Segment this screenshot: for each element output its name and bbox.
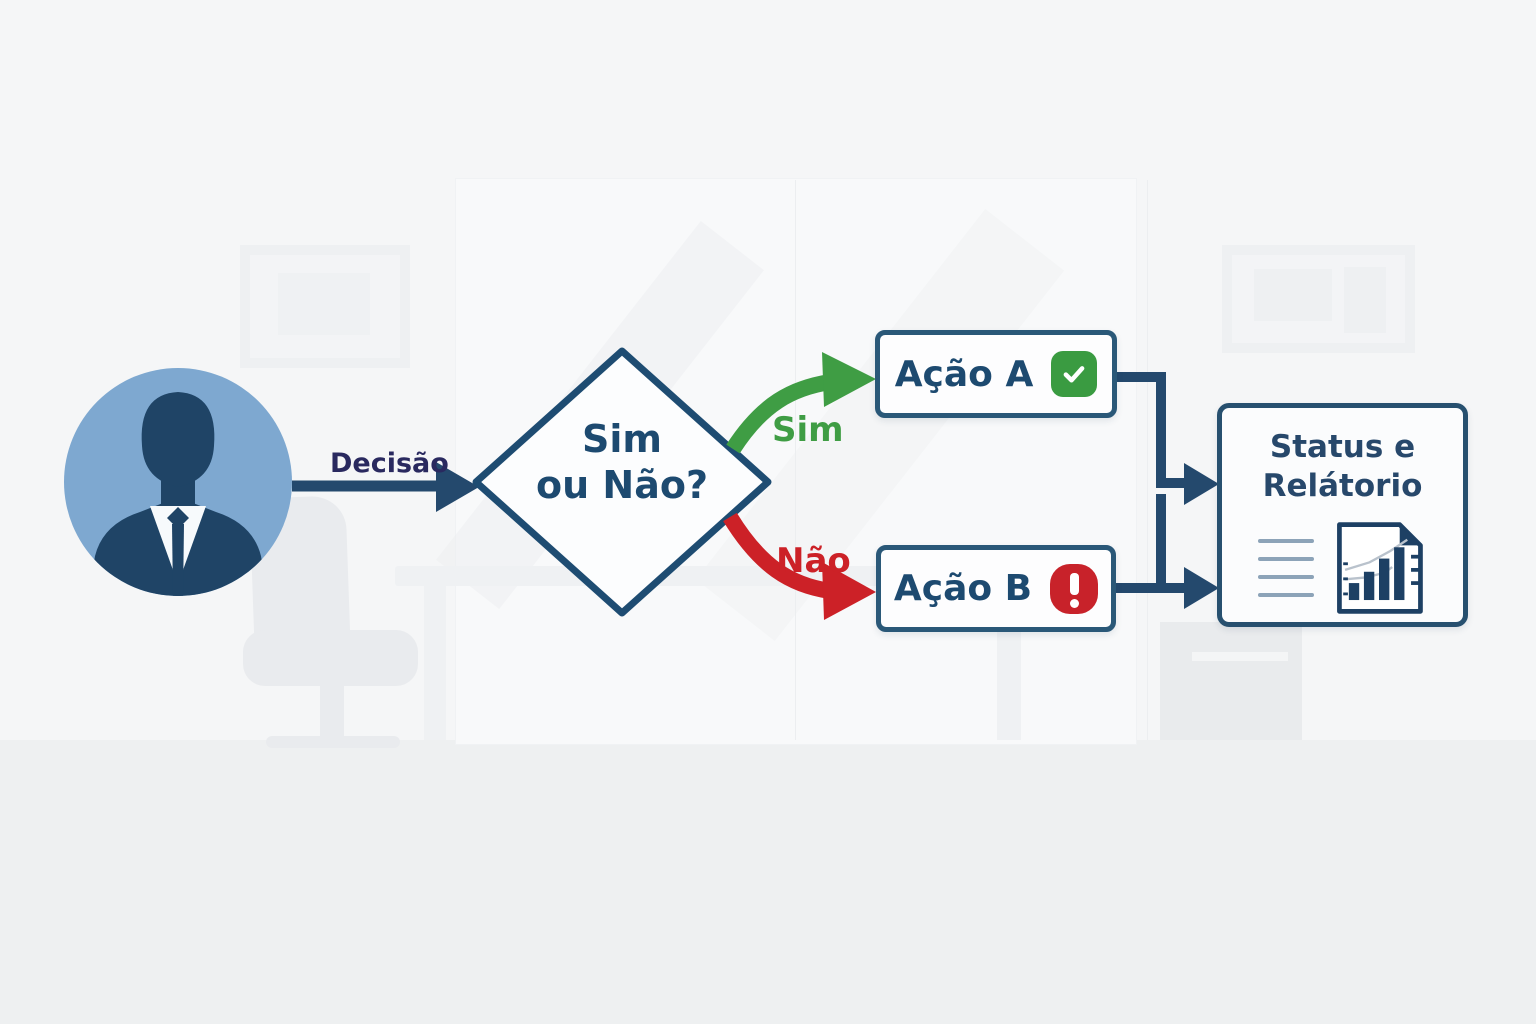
decision-arrow bbox=[292, 462, 479, 512]
report-text-lines bbox=[1257, 538, 1314, 597]
avatar-tie bbox=[172, 524, 184, 596]
action-b-node: Ação B bbox=[876, 545, 1116, 632]
avatar-tie-knot bbox=[167, 507, 189, 529]
decision-diamond-shape bbox=[472, 347, 772, 617]
report-content bbox=[1222, 518, 1463, 618]
report-document-icon bbox=[1336, 521, 1423, 614]
wall-picture-frame bbox=[240, 245, 410, 368]
check-icon bbox=[1051, 351, 1098, 397]
action-a-label: Ação A bbox=[894, 353, 1034, 395]
report-node: Status e Relátorio bbox=[1217, 403, 1468, 627]
report-title: Status e Relátorio bbox=[1262, 429, 1423, 504]
desk bbox=[395, 566, 1015, 586]
decision-node-line1: Sim bbox=[582, 417, 662, 461]
businessman-avatar-icon bbox=[64, 368, 292, 596]
yes-arrow bbox=[726, 352, 876, 454]
avatar-head bbox=[141, 392, 215, 487]
desk-leg bbox=[424, 586, 446, 740]
floor-background bbox=[0, 740, 1536, 1024]
panel-divider bbox=[795, 180, 796, 740]
office-chair bbox=[243, 630, 418, 686]
file-cabinet bbox=[1160, 622, 1302, 740]
wall-picture-frame bbox=[1222, 245, 1415, 353]
decision-node-line2: ou Não? bbox=[536, 463, 708, 508]
office-chair bbox=[266, 736, 400, 748]
office-chair bbox=[320, 684, 344, 740]
no-arrow bbox=[723, 512, 876, 620]
action-b-label: Ação B bbox=[893, 568, 1033, 609]
exclamation-icon bbox=[1050, 563, 1099, 614]
yes-branch-label: Sim bbox=[772, 410, 844, 450]
panel-divider bbox=[1147, 180, 1148, 740]
merge-connector bbox=[1115, 372, 1219, 609]
decision-node-text: Sim ou Não? bbox=[497, 416, 747, 509]
action-a-node: Ação A bbox=[875, 330, 1117, 418]
document-tick-marks bbox=[1342, 554, 1419, 595]
no-branch-label: Não bbox=[776, 541, 851, 581]
bar-chart-bars bbox=[1348, 546, 1404, 600]
decision-arrow-label: Decisão bbox=[330, 448, 449, 479]
